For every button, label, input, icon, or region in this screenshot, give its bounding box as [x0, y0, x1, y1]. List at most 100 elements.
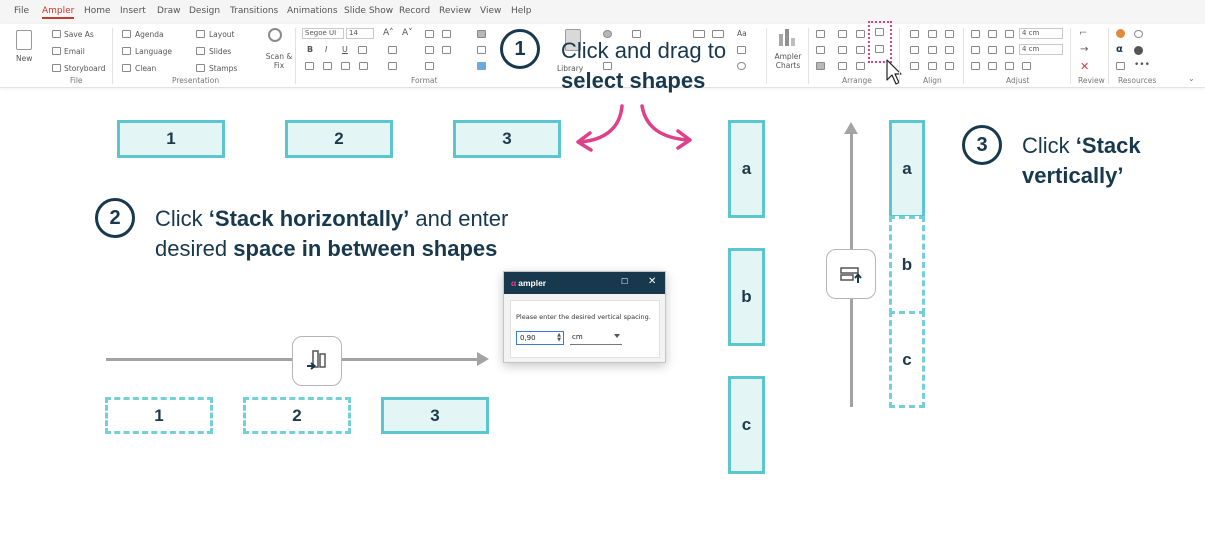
ampler-charts-button[interactable]: Ampler Charts [774, 52, 802, 70]
chart-bar-icon[interactable] [785, 29, 789, 46]
adjust-icon[interactable] [1005, 46, 1014, 54]
align-bottom-icon[interactable] [945, 30, 954, 38]
save-as-button[interactable]: Save As [64, 30, 94, 39]
text-color-icon[interactable] [477, 62, 486, 70]
maximize-icon[interactable]: ☐ [621, 277, 629, 286]
arrange-icon[interactable] [838, 62, 847, 70]
shape-column-c[interactable]: c [728, 376, 765, 474]
shape-stacked-a[interactable]: a [889, 120, 925, 218]
tab-view[interactable]: View [480, 6, 502, 16]
tab-insert[interactable]: Insert [120, 6, 146, 16]
unit-select[interactable]: cm [570, 331, 622, 345]
adjust-icon[interactable] [1005, 30, 1014, 38]
ribbon-collapse-icon[interactable]: ⌄ [1188, 74, 1195, 83]
distribute-icon[interactable] [910, 62, 919, 70]
align-center-icon[interactable] [323, 62, 332, 70]
adjust-icon[interactable] [971, 30, 980, 38]
indent-icon[interactable] [425, 30, 434, 38]
adjust-icon[interactable] [988, 30, 997, 38]
spacing-icon[interactable] [425, 46, 434, 54]
shape-top-1[interactable]: 1 [117, 120, 225, 158]
align-center-icon[interactable] [928, 46, 937, 54]
grid-icon[interactable] [1116, 62, 1125, 70]
more-icon[interactable]: ••• [1134, 60, 1150, 70]
adjust-icon[interactable] [1005, 62, 1014, 70]
underline-icon[interactable]: U [342, 45, 348, 54]
shape-rectangle-icon[interactable] [693, 30, 705, 38]
distribute-icon[interactable] [945, 62, 954, 70]
tab-review[interactable]: Review [439, 6, 472, 16]
settings-gear-icon[interactable] [1134, 30, 1143, 38]
outdent-icon[interactable] [442, 30, 451, 38]
italic-icon[interactable]: I [325, 45, 328, 54]
table-icon[interactable] [388, 46, 397, 54]
align-right-icon[interactable] [341, 62, 350, 70]
stack-horizontally-icon[interactable] [875, 28, 884, 36]
arrange-icon[interactable] [838, 46, 847, 54]
shape-stacked-c[interactable]: c [889, 311, 925, 408]
agenda-button[interactable]: Agenda [135, 30, 164, 39]
shape-bottom-1[interactable]: 1 [105, 397, 213, 434]
comment-icon[interactable]: ⌐ [1079, 28, 1088, 39]
decrease-font-icon[interactable]: A˅ [402, 28, 413, 38]
stack-horizontally-button[interactable] [292, 336, 342, 386]
align-left-icon[interactable] [910, 46, 919, 54]
close-red-icon[interactable]: ✕ [1080, 60, 1090, 73]
stack-vertically-icon[interactable] [875, 45, 884, 53]
adjust-icon[interactable] [971, 46, 980, 54]
align-top-icon[interactable] [910, 30, 919, 38]
tab-design[interactable]: Design [189, 6, 221, 16]
new-document-icon[interactable] [16, 30, 32, 50]
scan-fix-button[interactable]: Scan & Fix [265, 52, 293, 70]
shape-bottom-3[interactable]: 3 [381, 397, 489, 434]
adjust-width-input[interactable]: 4 cm [1019, 28, 1063, 39]
shape-top-2[interactable]: 2 [285, 120, 393, 158]
arrange-icon[interactable] [856, 30, 865, 38]
shape-stacked-b[interactable]: b [889, 216, 925, 314]
tab-ampler[interactable]: Ampler [42, 6, 75, 19]
tab-help[interactable]: Help [511, 6, 532, 16]
tab-draw[interactable]: Draw [157, 6, 181, 16]
shape-oval-icon[interactable] [737, 62, 746, 70]
align-middle-icon[interactable] [928, 30, 937, 38]
resources-icon[interactable] [1116, 29, 1125, 38]
new-button[interactable]: New [16, 54, 33, 63]
text-direction-icon[interactable] [425, 62, 434, 70]
text-style-icon[interactable]: Aa [737, 29, 747, 38]
fill-color-icon[interactable] [477, 30, 486, 38]
adjust-icon[interactable] [988, 46, 997, 54]
adjust-height-input[interactable]: 4 cm [1019, 44, 1063, 55]
font-size-select[interactable]: 14 [346, 28, 374, 39]
email-button[interactable]: Email [64, 47, 85, 56]
increase-font-icon[interactable]: A˄ [383, 28, 394, 38]
ampler-logo-icon[interactable]: α [1116, 44, 1123, 55]
storyboard-button[interactable]: Storyboard [64, 64, 106, 73]
tab-file[interactable]: File [14, 6, 30, 16]
arrange-icon[interactable] [816, 30, 825, 38]
clean-button[interactable]: Clean [135, 64, 157, 73]
chart-bar-icon[interactable] [779, 34, 783, 46]
arrange-icon[interactable] [816, 62, 825, 70]
tab-transitions[interactable]: Transitions [230, 6, 279, 16]
adjust-icon[interactable] [988, 62, 997, 70]
shape-grid-icon[interactable] [603, 62, 612, 70]
distribute-icon[interactable] [928, 62, 937, 70]
help-icon[interactable] [1134, 46, 1143, 55]
adjust-icon[interactable] [971, 62, 980, 70]
shape-copy-icon[interactable] [632, 30, 641, 38]
shape-circle-icon[interactable] [603, 30, 612, 38]
slides-button[interactable]: Slides [209, 47, 232, 56]
tab-slide-show[interactable]: Slide Show [344, 6, 394, 16]
border-icon[interactable] [358, 46, 367, 54]
stamps-button[interactable]: Stamps [209, 64, 238, 73]
shape-column-b[interactable]: b [728, 248, 765, 346]
shape-bottom-2[interactable]: 2 [243, 397, 351, 434]
shape-top-3[interactable]: 3 [453, 120, 561, 158]
library-button[interactable]: Library [557, 64, 584, 73]
adjust-icon[interactable] [1022, 62, 1031, 70]
align-right-icon[interactable] [945, 46, 954, 54]
font-name-select[interactable]: Segoe UI [302, 28, 344, 39]
tab-home[interactable]: Home [84, 6, 111, 16]
shape-rectangle-2-icon[interactable] [712, 30, 724, 38]
arrow-right-icon[interactable]: → [1080, 44, 1089, 55]
